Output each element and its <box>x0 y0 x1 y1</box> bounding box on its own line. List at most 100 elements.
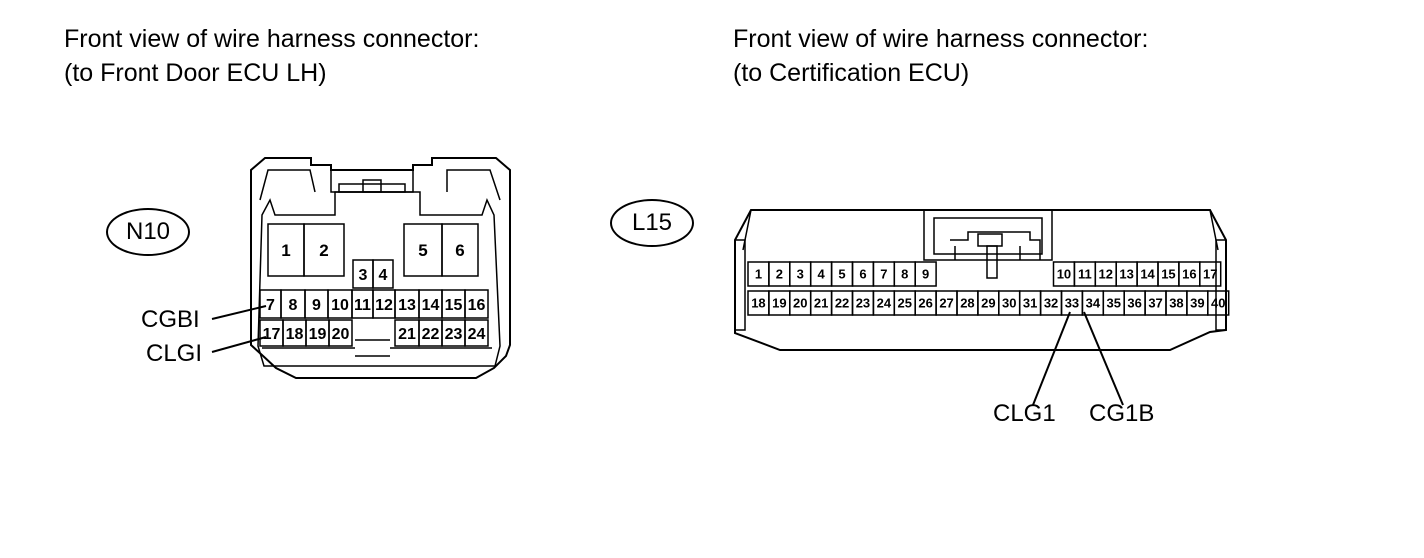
n10-pin-12-label: 12 <box>375 297 393 314</box>
left-connector-title: Front view of wire harness connector: (t… <box>64 22 479 90</box>
l15-pin-11: 11 <box>1073 261 1097 287</box>
l15-pin-28: 28 <box>956 290 979 316</box>
l15-pin-20-label: 20 <box>793 296 807 311</box>
l15-pin-5: 5 <box>830 261 854 287</box>
l15-pin-7: 7 <box>872 261 896 287</box>
leader-clgi <box>211 336 267 353</box>
l15-pin-21-label: 21 <box>814 296 828 311</box>
n10-pin-3: 3 <box>352 259 374 289</box>
l15-pin-14-label: 14 <box>1140 267 1155 282</box>
n10-pin-11: 11 <box>351 289 374 319</box>
l15-pin-31: 31 <box>1018 290 1042 316</box>
l15-pin-26-label: 26 <box>918 296 932 311</box>
n10-pin-13: 13 <box>394 289 420 319</box>
n10-pin-8-label: 8 <box>289 297 298 314</box>
l15-pin-26: 26 <box>914 290 937 316</box>
n10-pin-5: 5 <box>403 223 443 277</box>
n10-pin-10: 10 <box>327 289 353 319</box>
l15-pin-22: 22 <box>830 290 854 316</box>
l15-pin-5-label: 5 <box>838 267 845 282</box>
n10-pin-7: 7 <box>259 289 282 319</box>
n10-pin-10-label: 10 <box>331 297 349 314</box>
connector-code-n10: N10 <box>106 208 190 256</box>
l15-pin-31-label: 31 <box>1023 296 1037 311</box>
l15-pin-39: 39 <box>1186 290 1209 316</box>
n10-pin-17: 17 <box>259 319 284 347</box>
l15-pin-32: 32 <box>1039 290 1063 316</box>
l15-pin-10: 10 <box>1052 261 1076 287</box>
n10-pin-22-label: 22 <box>422 326 440 343</box>
l15-pin-19: 19 <box>768 290 791 316</box>
l15-pin-15-label: 15 <box>1161 267 1175 282</box>
l15-pin-36: 36 <box>1123 290 1146 316</box>
right-connector-title: Front view of wire harness connector: (t… <box>733 22 1148 90</box>
l15-pin-14: 14 <box>1136 261 1159 287</box>
l15-pin-11-label: 11 <box>1078 267 1092 282</box>
n10-pin-24-label: 24 <box>468 326 486 343</box>
l15-pin-12-label: 12 <box>1099 267 1113 282</box>
l15-pin-9-label: 9 <box>922 267 929 282</box>
l15-pin-35: 35 <box>1102 290 1125 316</box>
connector-l15-body <box>734 209 1227 351</box>
l15-pin-38: 38 <box>1165 290 1188 316</box>
l15-pin-6: 6 <box>851 261 875 287</box>
l15-pin-20: 20 <box>789 290 812 316</box>
l15-pin-21: 21 <box>809 290 833 316</box>
connector-n10-body <box>250 157 511 379</box>
callout-clg1: CLG1 <box>993 400 1056 427</box>
l15-pin-16-label: 16 <box>1182 267 1196 282</box>
l15-pin-18-label: 18 <box>751 296 765 311</box>
n10-pin-11-label: 11 <box>354 297 371 314</box>
n10-pin-2-label: 2 <box>319 241 328 260</box>
n10-pin-6: 6 <box>441 223 479 277</box>
n10-pin-21: 21 <box>394 319 420 347</box>
l15-pin-4-label: 4 <box>818 267 826 282</box>
n10-pin-9-label: 9 <box>312 297 321 314</box>
l15-pin-8-label: 8 <box>901 267 908 282</box>
l15-pin-37: 37 <box>1144 290 1167 316</box>
l15-pin-13: 13 <box>1115 261 1138 287</box>
l15-pin-29: 29 <box>977 290 1000 316</box>
l15-pin-15: 15 <box>1157 261 1180 287</box>
callout-cg1b: CG1B <box>1089 400 1155 427</box>
n10-pin-1: 1 <box>267 223 305 277</box>
l15-pin-28-label: 28 <box>960 296 974 311</box>
l15-pin-33: 33 <box>1060 290 1084 316</box>
leader-clg1 <box>1032 311 1071 406</box>
n10-pin-23-label: 23 <box>445 326 463 343</box>
l15-pin-13-label: 13 <box>1119 267 1133 282</box>
l15-pin-29-label: 29 <box>981 296 995 311</box>
l15-pin-33-label: 33 <box>1065 296 1079 311</box>
l15-pin-22-label: 22 <box>835 296 849 311</box>
n10-pin-23: 23 <box>441 319 466 347</box>
n10-pin-16-label: 16 <box>468 297 486 314</box>
l15-pin-38-label: 38 <box>1169 296 1183 311</box>
l15-pin-35-label: 35 <box>1107 296 1121 311</box>
l15-pin-7-label: 7 <box>880 267 887 282</box>
l15-pin-6-label: 6 <box>859 267 866 282</box>
l15-pin-12: 12 <box>1094 261 1117 287</box>
n10-pin-16: 16 <box>464 289 489 319</box>
l15-pin-1-label: 1 <box>755 267 762 282</box>
n10-pin-21-label: 21 <box>398 326 416 343</box>
l15-pin-27: 27 <box>935 290 958 316</box>
l15-pin-27-label: 27 <box>939 296 953 311</box>
n10-pin-19-label: 19 <box>309 326 327 343</box>
n10-pin-24: 24 <box>464 319 489 347</box>
l15-pin-30: 30 <box>998 290 1021 316</box>
n10-pin-22: 22 <box>418 319 443 347</box>
n10-pin-14-label: 14 <box>422 297 440 314</box>
l15-pin-23: 23 <box>851 290 875 316</box>
l15-pin-36-label: 36 <box>1127 296 1141 311</box>
l15-pin-18: 18 <box>747 290 770 316</box>
l15-pin-37-label: 37 <box>1148 296 1162 311</box>
l15-pin-40: 40 <box>1207 290 1230 316</box>
l15-pin-34: 34 <box>1081 290 1105 316</box>
n10-pin-6-label: 6 <box>455 241 464 260</box>
l15-pin-3-label: 3 <box>797 267 804 282</box>
l15-pin-9: 9 <box>914 261 937 287</box>
l15-pin-17: 17 <box>1199 261 1222 287</box>
n10-pin-20: 20 <box>328 319 353 347</box>
